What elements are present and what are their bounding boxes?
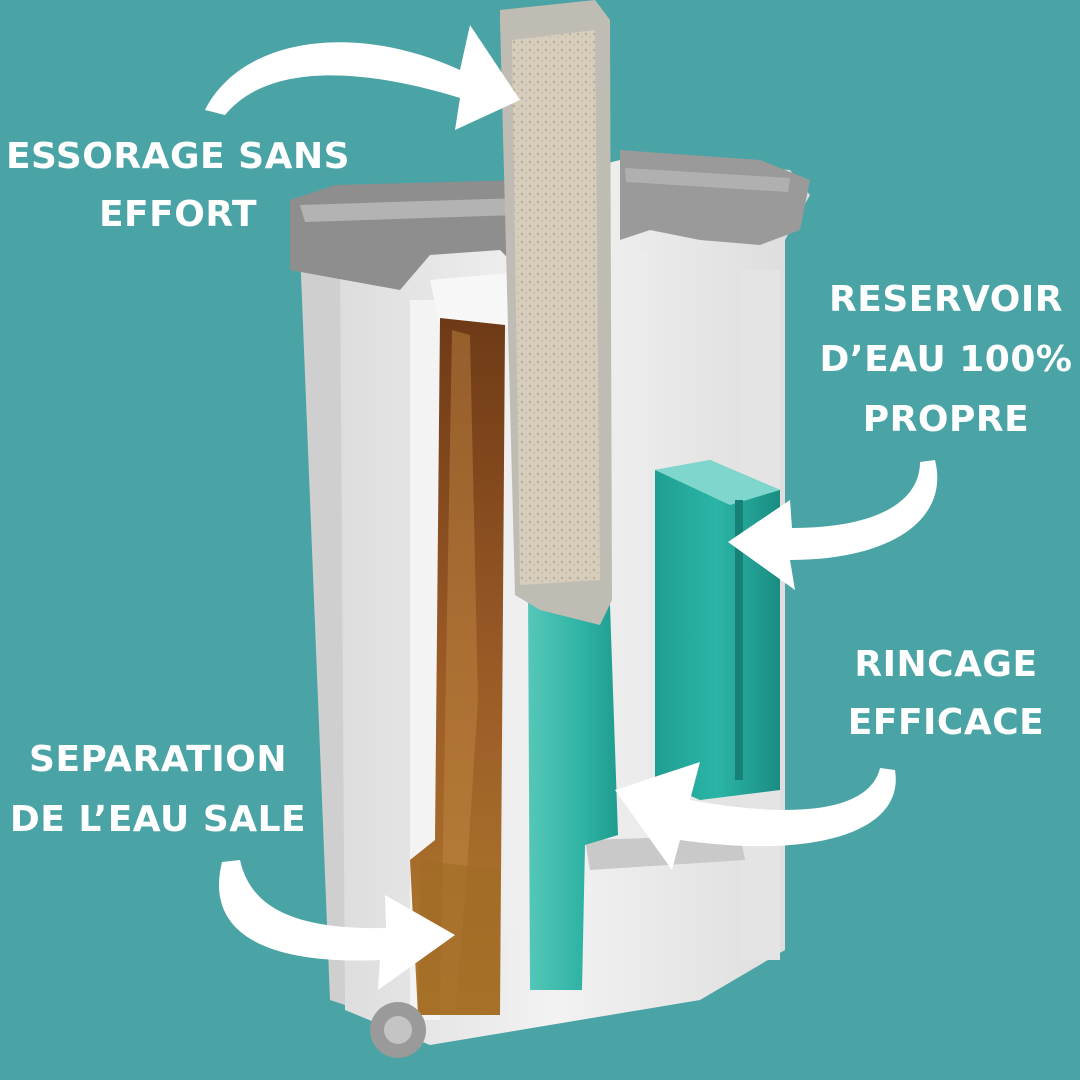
label-reservoir: RESERVOIR D’EAU 100% PROPRE — [812, 270, 1080, 450]
label-essorage-line1: ESSORAGE SANS — [5, 136, 351, 177]
wheel — [370, 1002, 426, 1058]
label-essorage-line2: EFFORT — [98, 194, 258, 235]
label-separation: SEPARATION DE L’EAU SALE — [0, 730, 316, 850]
label-reservoir-line3: PROPRE — [862, 399, 1030, 440]
dirty-water-chamber — [410, 318, 505, 1015]
rinse-water-chamber — [528, 590, 618, 990]
label-rincage: RINCAGE EFFICACE — [832, 636, 1060, 752]
arrow-separation-icon — [218, 860, 455, 990]
label-reservoir-line2: D’EAU 100% — [819, 339, 1073, 380]
label-rincage-line1: RINCAGE — [854, 644, 1038, 685]
label-rincage-line2: EFFICACE — [847, 702, 1045, 743]
arrow-rincage-icon — [615, 762, 896, 870]
arrow-reservoir-icon — [728, 460, 938, 590]
label-separation-line1: SEPARATION — [29, 739, 287, 780]
label-separation-line2: DE L’EAU SALE — [9, 799, 307, 840]
clean-water-tank — [655, 460, 780, 800]
label-reservoir-line1: RESERVOIR — [829, 279, 1063, 320]
label-essorage: ESSORAGE SANS EFFORT — [0, 128, 356, 244]
arrow-essorage-icon — [205, 25, 520, 130]
mop-pad — [500, 0, 612, 625]
